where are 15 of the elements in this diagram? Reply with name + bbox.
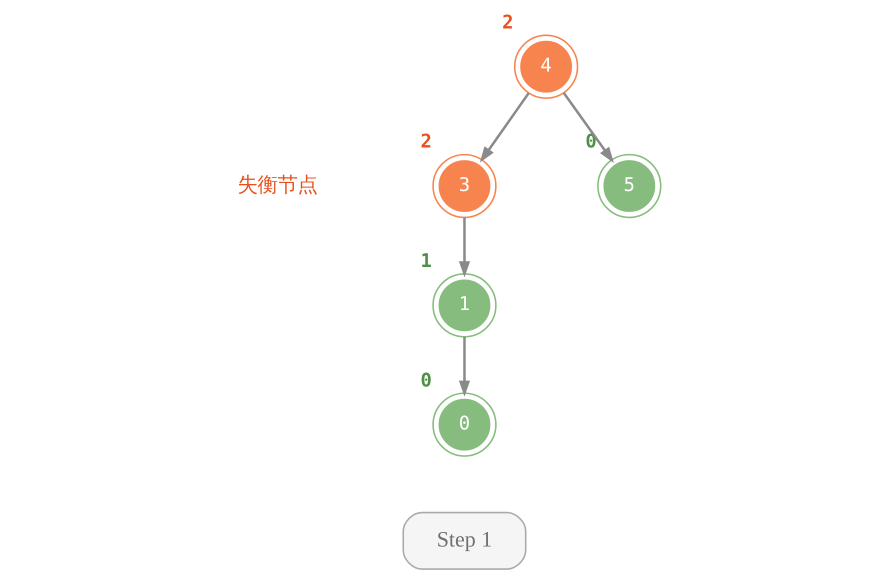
node-circle: 0: [432, 392, 496, 457]
node-label: 2: [420, 132, 432, 153]
node-circle: 5: [596, 154, 661, 218]
node-label: 0: [420, 370, 432, 392]
node-circle: 3: [432, 154, 496, 218]
node-circle: 4: [513, 34, 578, 99]
node-circle: 1: [432, 273, 496, 338]
arrow: [458, 336, 470, 397]
node-box: Step 1: [402, 512, 526, 570]
label: 失衡节点: [237, 172, 318, 196]
node-label: 2: [502, 12, 513, 34]
arrow: [479, 92, 530, 163]
node-label: 1: [420, 251, 432, 272]
arrow: [458, 218, 470, 278]
arrow: [562, 92, 614, 163]
